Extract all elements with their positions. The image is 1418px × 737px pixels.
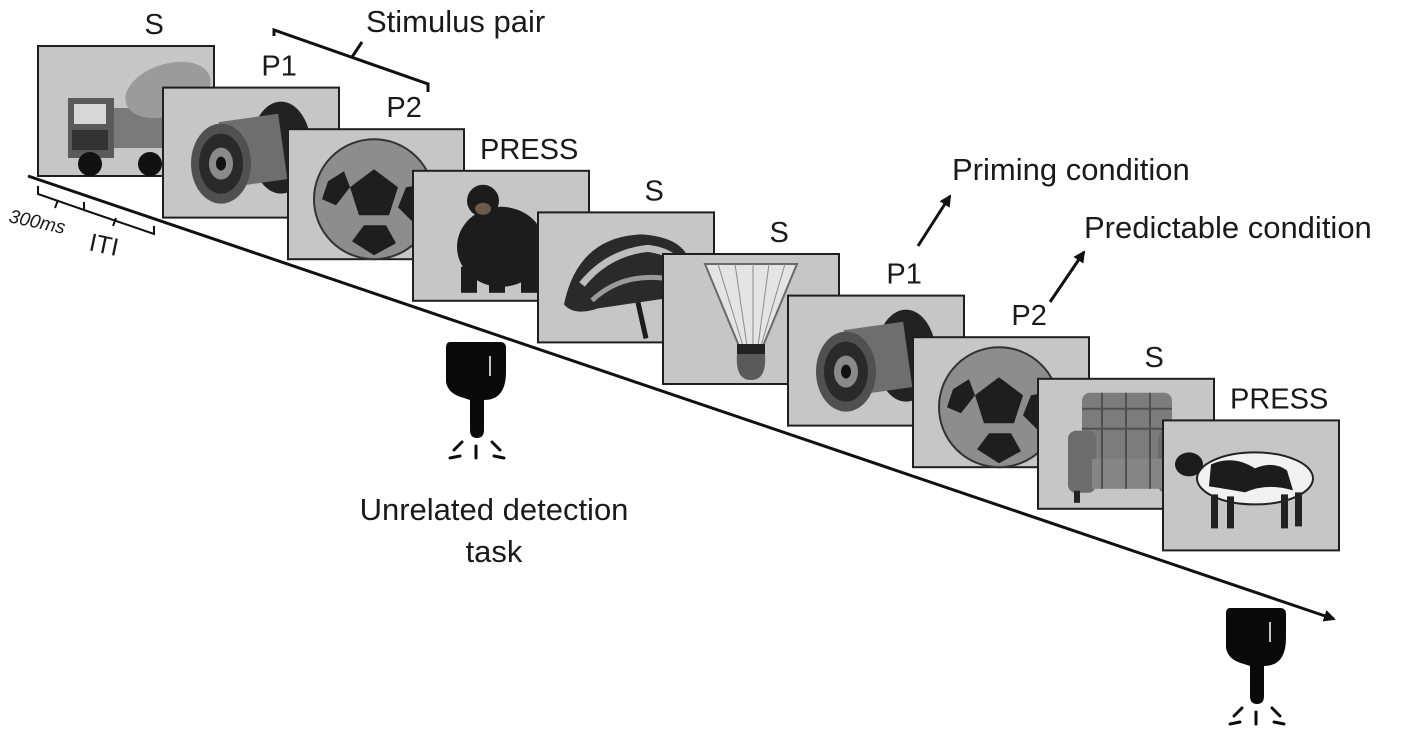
duration-label: 300ms <box>7 206 68 239</box>
frame-label: PRESS <box>1230 383 1328 415</box>
frame-label: P1 <box>886 259 921 291</box>
timeline-arrow <box>27 174 1336 622</box>
stimulus-pair-bracket <box>272 27 430 92</box>
stimulus-frame-10: PRESS <box>1162 383 1340 552</box>
frame-label: P1 <box>261 51 296 83</box>
timing-brackets <box>37 186 155 236</box>
frame-label: S <box>1144 342 1163 374</box>
frame-label: P2 <box>1011 300 1046 332</box>
task-label-line1: Unrelated detection <box>360 492 629 527</box>
frame-label: S <box>144 9 163 41</box>
task-label-line2: task <box>466 534 523 569</box>
frame-label: PRESS <box>480 134 578 166</box>
frame-label: S <box>644 175 663 207</box>
predictable-condition-arrow <box>1048 250 1086 303</box>
stimulus-pair-label: Stimulus pair <box>366 4 545 39</box>
predictable-condition-label: Predictable condition <box>1084 210 1372 245</box>
frame-label: S <box>769 217 788 249</box>
hand-press-icon <box>1224 606 1288 726</box>
priming-condition-arrow <box>916 194 952 247</box>
frame-label: P2 <box>386 92 421 124</box>
hand-press-icon <box>444 340 508 460</box>
iti-label: ITI <box>87 228 121 261</box>
priming-condition-label: Priming condition <box>952 152 1190 187</box>
